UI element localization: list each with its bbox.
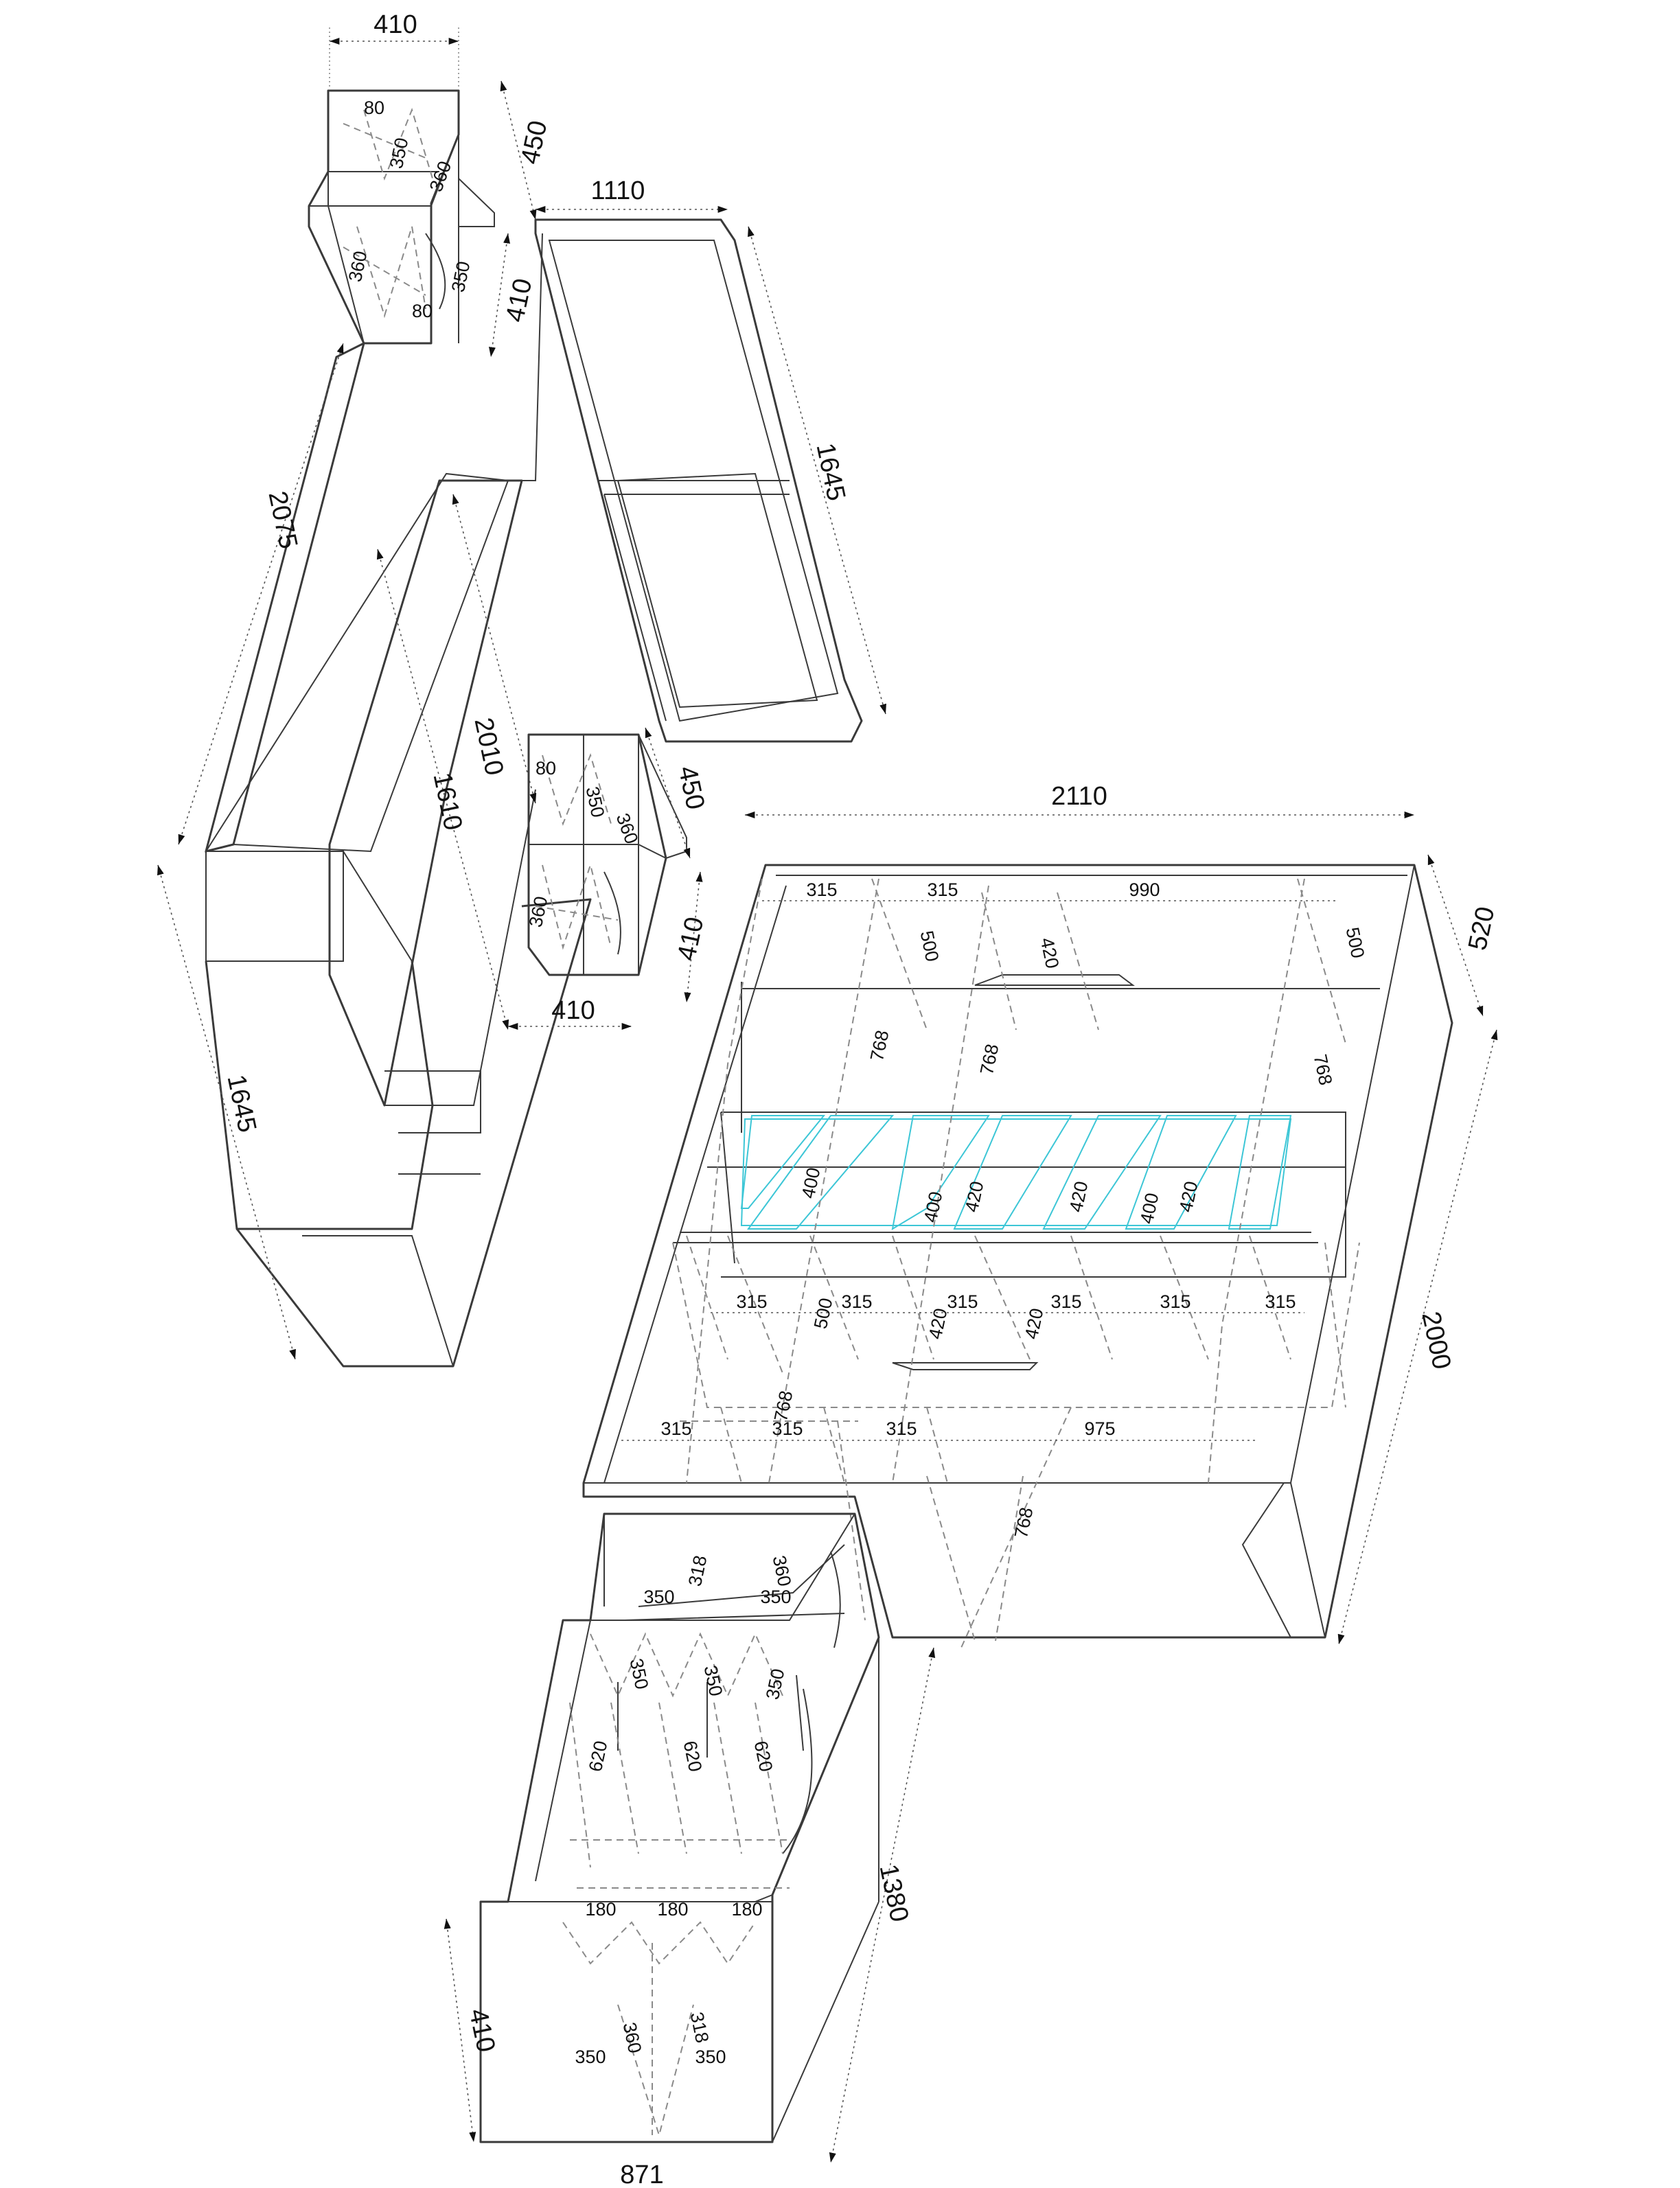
desk: [479, 1512, 880, 2143]
wardrobe-dimensions: 2110 520 2000 315 315 990 500 420 500 76…: [621, 782, 1500, 1645]
wardrobe-glass-3: 420: [1066, 1179, 1092, 1214]
wardrobe-bottom-row-1: 315: [772, 1418, 803, 1439]
bed-mattress-length: 1610: [427, 770, 468, 833]
wardrobe-top-row-0: 315: [806, 879, 837, 900]
top-nightstand-height: 410: [500, 276, 538, 325]
mid-nightstand-width: 410: [551, 996, 595, 1025]
desk-length: 1380: [873, 1862, 914, 1924]
desk-depth: 410: [463, 2006, 500, 2055]
wardrobe-shelf-height-1: 768: [976, 1042, 1003, 1076]
wardrobe-lower-row-0: 315: [736, 1291, 767, 1312]
wardrobe-mid-height-1: 420: [1036, 936, 1063, 970]
wardrobe: [582, 864, 1453, 1648]
desk-drawer-width-2: 180: [731, 1899, 762, 1920]
desk-drawer-height-0: 620: [585, 1739, 612, 1773]
wardrobe-depth: 520: [1463, 904, 1500, 953]
wardrobe-lower-height-1: 420: [925, 1306, 952, 1341]
top-nightstand-depth: 450: [516, 118, 553, 167]
wardrobe-lower-row-3: 315: [1050, 1291, 1081, 1312]
bed-frame: [204, 218, 863, 1368]
wardrobe-bottom-height-1: 768: [1011, 1506, 1037, 1540]
wardrobe-mid-height-2: 500: [1342, 925, 1368, 960]
wardrobe-height: 2000: [1416, 1309, 1456, 1372]
desk-bottom-width-1: 350: [695, 2047, 726, 2067]
wardrobe-glass-4: 400: [1136, 1191, 1163, 1225]
wardrobe-glass-2: 420: [961, 1179, 988, 1214]
top-nightstand-drawer-width: 80: [364, 97, 384, 118]
wardrobe-lower-row-2: 315: [947, 1291, 978, 1312]
desk-drawer-depth-2: 350: [762, 1667, 789, 1701]
bed-length-outer: 2075: [262, 489, 303, 551]
mid-nightstand-height: 410: [672, 914, 709, 963]
wardrobe-lower-row-5: 315: [1265, 1291, 1296, 1312]
desk-top-width-1: 350: [760, 1587, 791, 1607]
desk-drawer-height-1: 620: [679, 1739, 706, 1773]
desk-width: 871: [620, 2161, 663, 2188]
desk-bottom-width-0: 350: [575, 2047, 606, 2067]
desk-bottom-height-0: 360: [619, 2020, 645, 2055]
desk-drawer-width-0: 180: [585, 1899, 616, 1920]
wardrobe-glass-0: 400: [798, 1166, 825, 1200]
desk-drawer-width-1: 180: [657, 1899, 688, 1920]
wardrobe-bottom-row-0: 315: [660, 1418, 691, 1439]
desk-bottom-height-1: 318: [686, 2010, 713, 2045]
bed-width-top: 1110: [591, 176, 645, 205]
top-nightstand-drawer-depth-a: 350: [386, 136, 413, 170]
mid-nightstand-drawer-depth: 350: [582, 785, 608, 819]
desk-dimensions: 871 410 1380 350 350 318 360 350 350 350…: [444, 1554, 936, 2188]
desk-drawer-depth-1: 350: [700, 1663, 726, 1698]
wardrobe-shelf-height-0: 768: [866, 1028, 893, 1063]
wardrobe-mid-height-0: 500: [916, 929, 943, 963]
bed-width-side: 1645: [810, 441, 851, 503]
mid-nightstand-depth: 450: [673, 763, 710, 812]
mid-nightstand-drawer-height: 360: [612, 811, 643, 847]
wardrobe-shelf-height-2: 768: [1309, 1052, 1336, 1087]
top-nightstand-drawer-height: 360: [426, 159, 456, 195]
top-nightstand-drawer-depth-b: 350: [448, 260, 474, 294]
bed-headboard-length: 1645: [221, 1072, 262, 1135]
mid-nightstand-dimensions: 410 450 410 80 350 360 360: [508, 727, 710, 1030]
wardrobe-bottom-row-2: 315: [886, 1418, 917, 1439]
desk-top-width-0: 350: [643, 1587, 674, 1607]
wardrobe-bottom-row-3: 975: [1084, 1418, 1115, 1439]
wardrobe-lower-height-0: 500: [810, 1296, 837, 1331]
wardrobe-width: 2110: [1051, 782, 1107, 811]
wardrobe-top-row-2: 990: [1129, 879, 1160, 900]
desk-drawer-height-2: 620: [750, 1739, 776, 1773]
wardrobe-lower-height-2: 420: [1021, 1306, 1048, 1341]
top-nightstand-drawer-width-b: 80: [412, 301, 433, 321]
wardrobe-lower-row-4: 315: [1160, 1291, 1190, 1312]
top-nightstand: [308, 89, 495, 345]
top-nightstand-drawer-height-b: 360: [345, 249, 371, 284]
bed-length-inner: 2010: [468, 715, 509, 778]
wardrobe-glass-1: 400: [920, 1190, 947, 1224]
mid-nightstand-drawer-width: 80: [536, 758, 556, 779]
wardrobe-glass-5: 420: [1175, 1179, 1202, 1214]
top-nightstand-width: 410: [373, 10, 417, 39]
bed-dimensions: 2075 1610 2010 1645 1110 1645: [157, 176, 886, 1360]
wardrobe-top-row-1: 315: [927, 879, 958, 900]
desk-drawer-depth-0: 350: [625, 1657, 652, 1691]
desk-top-height-0: 318: [684, 1554, 711, 1588]
desk-top-height-1: 360: [768, 1554, 795, 1588]
wardrobe-lower-row-1: 315: [841, 1291, 872, 1312]
